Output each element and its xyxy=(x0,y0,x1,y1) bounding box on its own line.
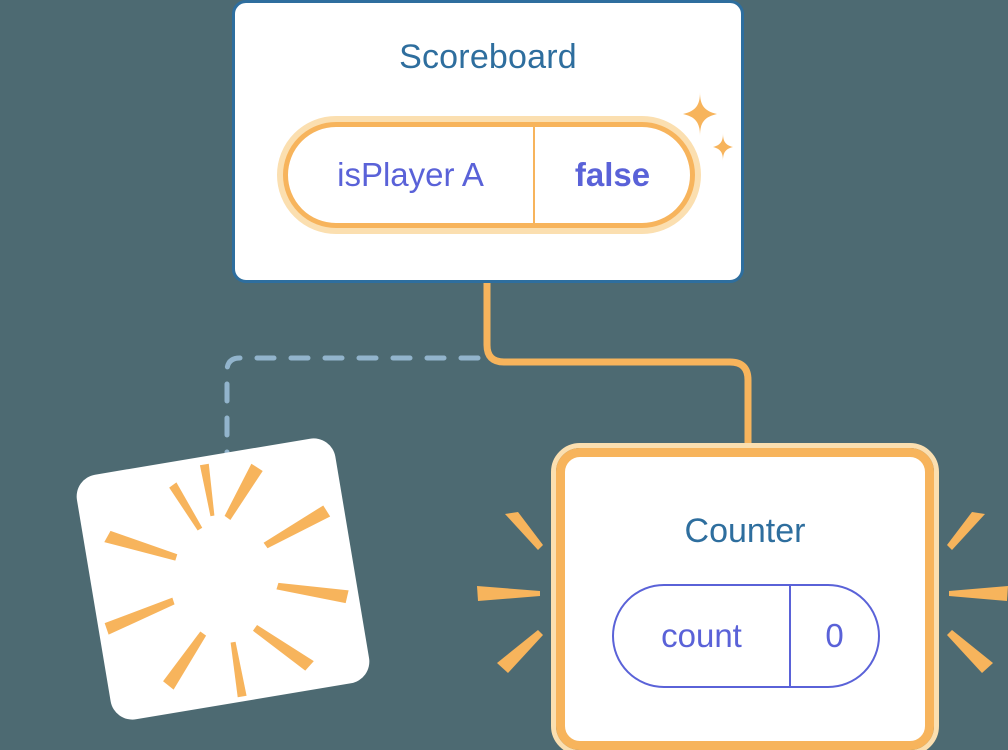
counter-pill-count[interactable]: count 0 xyxy=(612,584,880,688)
scoreboard-pill-content: isPlayer A false xyxy=(288,127,690,223)
scoreboard-card[interactable]: Scoreboard isPlayer A false xyxy=(232,0,744,283)
scoreboard-title: Scoreboard xyxy=(399,38,577,76)
scoreboard-pill-ring xyxy=(283,122,695,228)
burst-ray xyxy=(947,630,993,673)
flash-card[interactable] xyxy=(73,435,373,723)
burst-ray xyxy=(477,586,540,601)
scoreboard-pill-isplayer-a[interactable]: isPlayer A false xyxy=(277,116,701,234)
scoreboard-pill-value: false xyxy=(574,156,651,193)
counter-card-halo xyxy=(551,443,939,750)
connector-solid-scoreboard-to-counter xyxy=(483,283,752,452)
counter-pill-value: 0 xyxy=(825,617,844,654)
counter-pill-key: count xyxy=(614,586,791,686)
burst-ray xyxy=(949,586,1008,601)
scoreboard-pill-key: isPlayer A xyxy=(288,127,535,223)
counter-title: Counter xyxy=(684,512,806,550)
burst-ray xyxy=(497,630,543,673)
burst-ray xyxy=(947,512,985,550)
burst-ray xyxy=(505,512,543,550)
